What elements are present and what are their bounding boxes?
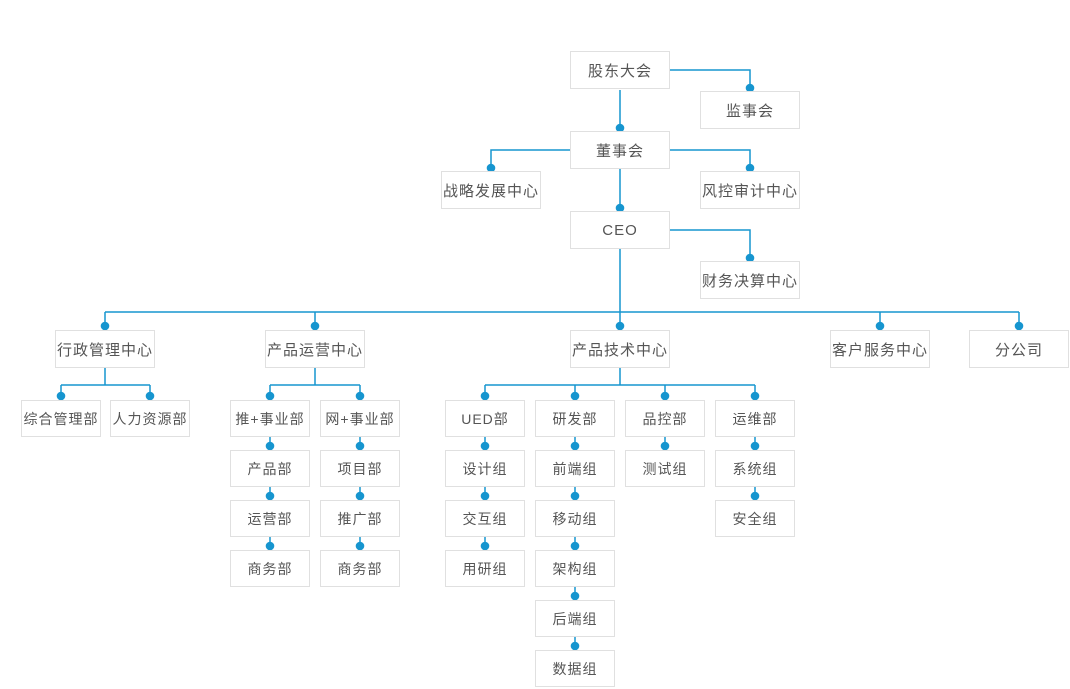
node-board-of-directors: 董事会 xyxy=(570,131,670,169)
node-user-research-group: 用研组 xyxy=(445,550,525,587)
node-security-group: 安全组 xyxy=(715,500,795,537)
node-general-mgmt-dept: 综合管理部 xyxy=(21,400,101,437)
node-business-dept-b: 商务部 xyxy=(320,550,400,587)
node-finance-settlement-center: 财务决算中心 xyxy=(700,261,800,299)
node-data-group: 数据组 xyxy=(535,650,615,687)
node-design-group: 设计组 xyxy=(445,450,525,487)
node-product-dept: 产品部 xyxy=(230,450,310,487)
node-testing-group: 测试组 xyxy=(625,450,705,487)
node-frontend-group: 前端组 xyxy=(535,450,615,487)
node-interaction-group: 交互组 xyxy=(445,500,525,537)
node-backend-group: 后端组 xyxy=(535,600,615,637)
node-supervisory-board: 监事会 xyxy=(700,91,800,129)
node-shareholders-meeting: 股东大会 xyxy=(570,51,670,89)
node-wang-business-unit: 网+事业部 xyxy=(320,400,400,437)
node-qc-dept: 品控部 xyxy=(625,400,705,437)
node-architecture-group: 架构组 xyxy=(535,550,615,587)
node-maintenance-dept: 运维部 xyxy=(715,400,795,437)
node-project-dept: 项目部 xyxy=(320,450,400,487)
node-promotion-dept: 推广部 xyxy=(320,500,400,537)
node-operations-dept: 运营部 xyxy=(230,500,310,537)
node-product-ops-center: 产品运营中心 xyxy=(265,330,365,368)
node-business-dept-a: 商务部 xyxy=(230,550,310,587)
node-rd-dept: 研发部 xyxy=(535,400,615,437)
node-tui-business-unit: 推+事业部 xyxy=(230,400,310,437)
node-strategy-dev-center: 战略发展中心 xyxy=(441,171,541,209)
node-ued-dept: UED部 xyxy=(445,400,525,437)
node-hr-dept: 人力资源部 xyxy=(110,400,190,437)
node-admin-mgmt-center: 行政管理中心 xyxy=(55,330,155,368)
node-branch-company: 分公司 xyxy=(969,330,1069,368)
node-system-group: 系统组 xyxy=(715,450,795,487)
node-product-tech-center: 产品技术中心 xyxy=(570,330,670,368)
node-risk-audit-center: 风控审计中心 xyxy=(700,171,800,209)
node-mobile-group: 移动组 xyxy=(535,500,615,537)
node-ceo: CEO xyxy=(570,211,670,249)
node-customer-service-center: 客户服务中心 xyxy=(830,330,930,368)
